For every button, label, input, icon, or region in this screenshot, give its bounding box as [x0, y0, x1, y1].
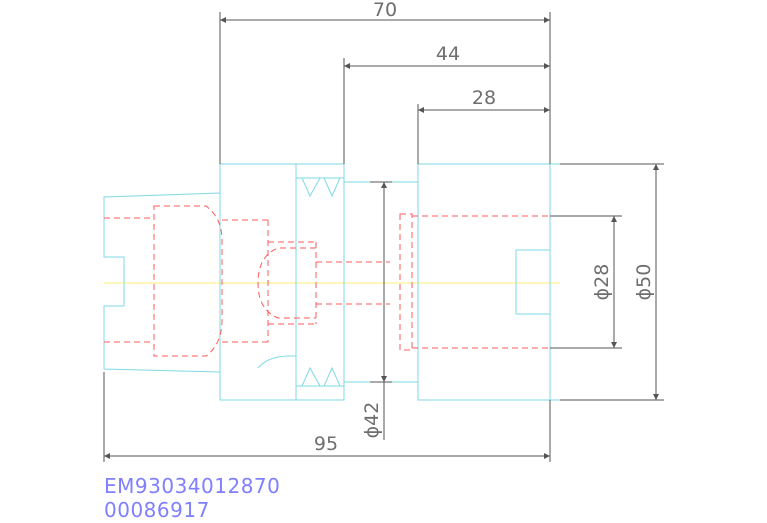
dimension-95: 95	[314, 433, 338, 455]
dimension-44: 44	[436, 43, 460, 65]
part-code: EM93034012870	[104, 474, 281, 498]
dimension-dia-28: ϕ28	[591, 264, 613, 301]
dimension-lines	[103, 12, 664, 462]
part-number: 00086917	[104, 498, 210, 522]
hidden-lines	[104, 205, 550, 357]
dimension-28: 28	[472, 87, 496, 109]
dimension-70: 70	[373, 0, 397, 21]
dimension-dia-50: ϕ50	[633, 264, 655, 301]
dimension-dia-42: ϕ42	[361, 402, 383, 439]
holder-outline	[103, 163, 560, 401]
